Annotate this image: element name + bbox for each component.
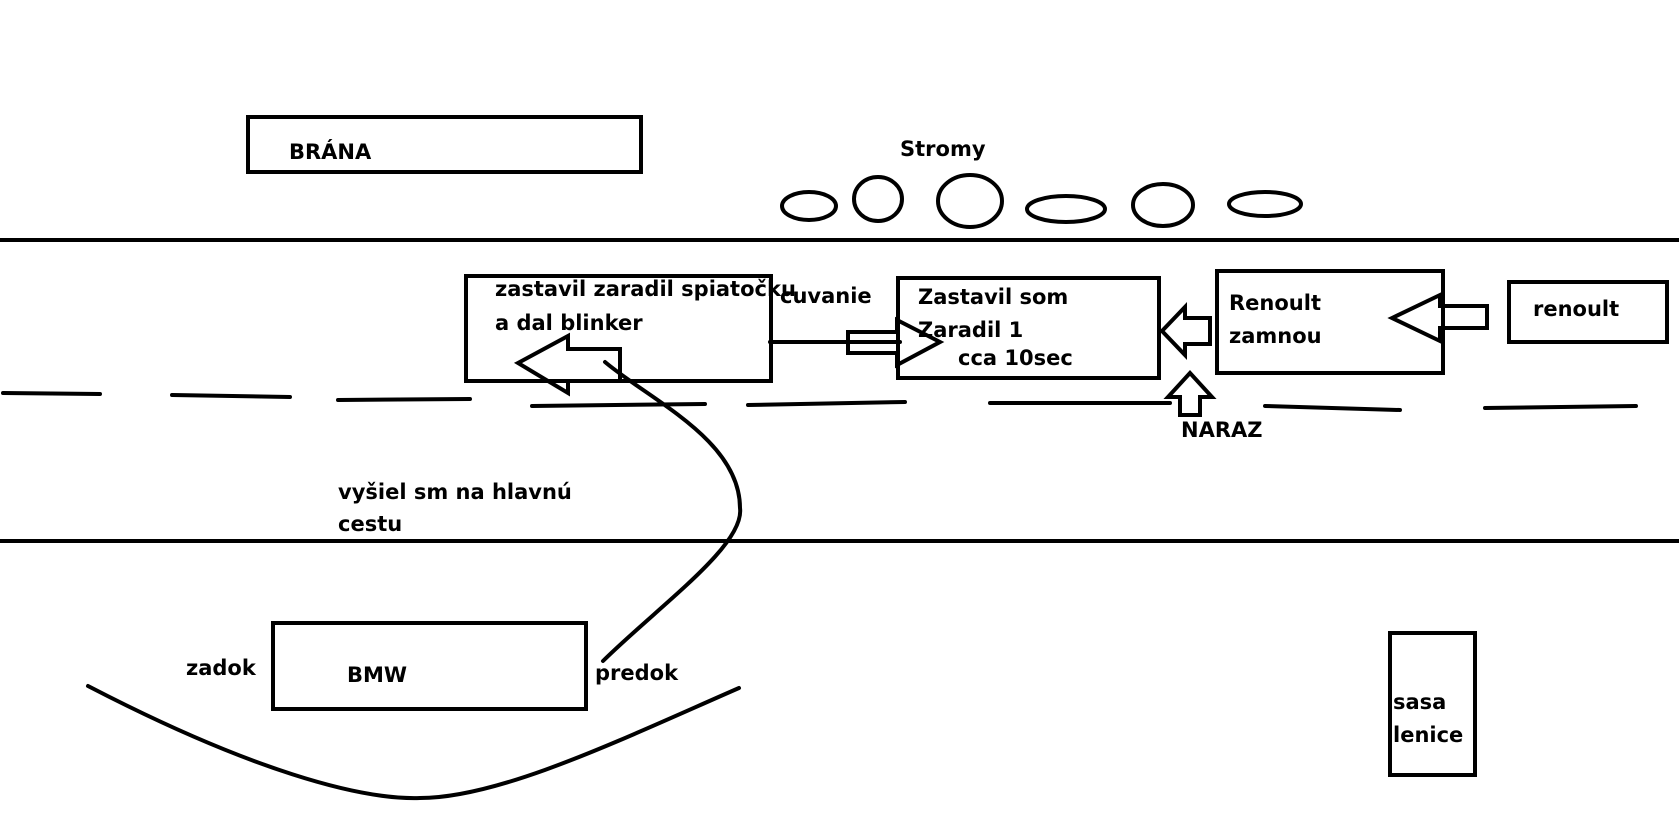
- tree-icon: [1227, 190, 1303, 218]
- bmw-rear-label: zadok: [186, 656, 257, 680]
- center-dashed-line: [1, 391, 1638, 412]
- car-left-text-2: a dal blinker: [495, 311, 643, 335]
- gate: BRÁNA: [246, 115, 643, 174]
- tree-icon: [1131, 182, 1195, 228]
- my-car-text-3: cca 10sec: [958, 346, 1073, 370]
- impact-label: NARAZ: [1181, 418, 1262, 442]
- impact-arrow-icon: [1163, 370, 1217, 417]
- trees: Stromy: [780, 137, 1303, 229]
- side-box-text-1: sasa: [1393, 690, 1446, 714]
- car-left: zastavil zaradil spiatočku a dal blinker: [464, 274, 796, 397]
- bmw-label: BMW: [347, 663, 407, 687]
- my-car-text-1: Zastavil som: [918, 285, 1068, 309]
- dash-segment: [336, 397, 472, 402]
- my-car-text-2: Zaradil 1: [918, 318, 1023, 342]
- exit-text-2: cestu: [338, 512, 402, 536]
- gate-label: BRÁNA: [289, 139, 372, 164]
- left-arrow-icon: [1387, 291, 1489, 345]
- renault-behind-text-2: zamnou: [1229, 324, 1322, 348]
- renault-behind-box: [1215, 269, 1445, 375]
- my-car: Zastavil som Zaradil 1 cca 10sec: [896, 276, 1161, 380]
- bmw: BMW zadok predok: [186, 621, 679, 711]
- curb-curve: [86, 684, 741, 801]
- car-left-text-1: zastavil zaradil spiatočku: [495, 277, 796, 301]
- side-box-rect: [1388, 631, 1477, 777]
- dash-segment: [530, 402, 707, 408]
- dash-segment: [1483, 404, 1638, 410]
- dash-segment: [1, 391, 102, 396]
- renault-far-label: renoult: [1533, 297, 1619, 321]
- tree-icon: [780, 190, 838, 222]
- side-box-text-2: lenice: [1393, 723, 1463, 747]
- gate-box: [246, 115, 643, 174]
- bmw-path: [601, 360, 743, 663]
- dash-segment: [170, 393, 292, 399]
- renault-far-box: [1507, 280, 1669, 344]
- exit-text-1: vyšiel sm na hlavnú: [338, 480, 572, 504]
- push-arrow-icon: [1159, 302, 1212, 360]
- my-car-box: [896, 276, 1161, 380]
- bmw-front-label: predok: [595, 661, 679, 685]
- dash-segment: [746, 400, 907, 407]
- left-arrow-icon: [513, 332, 622, 397]
- bmw-box: [271, 621, 588, 711]
- trees-label: Stromy: [900, 137, 986, 161]
- reversing-label: cuvanie: [780, 284, 872, 308]
- tree-icon: [936, 173, 1004, 229]
- tree-icon: [1025, 194, 1107, 224]
- renault-far: renoult: [1507, 280, 1669, 344]
- dash-segment: [1263, 404, 1402, 412]
- renault-behind: Renoult zamnou: [1215, 269, 1489, 375]
- side-box: sasa lenice: [1388, 631, 1477, 777]
- renault-behind-text-1: Renoult: [1229, 291, 1321, 315]
- tree-icon: [852, 175, 904, 223]
